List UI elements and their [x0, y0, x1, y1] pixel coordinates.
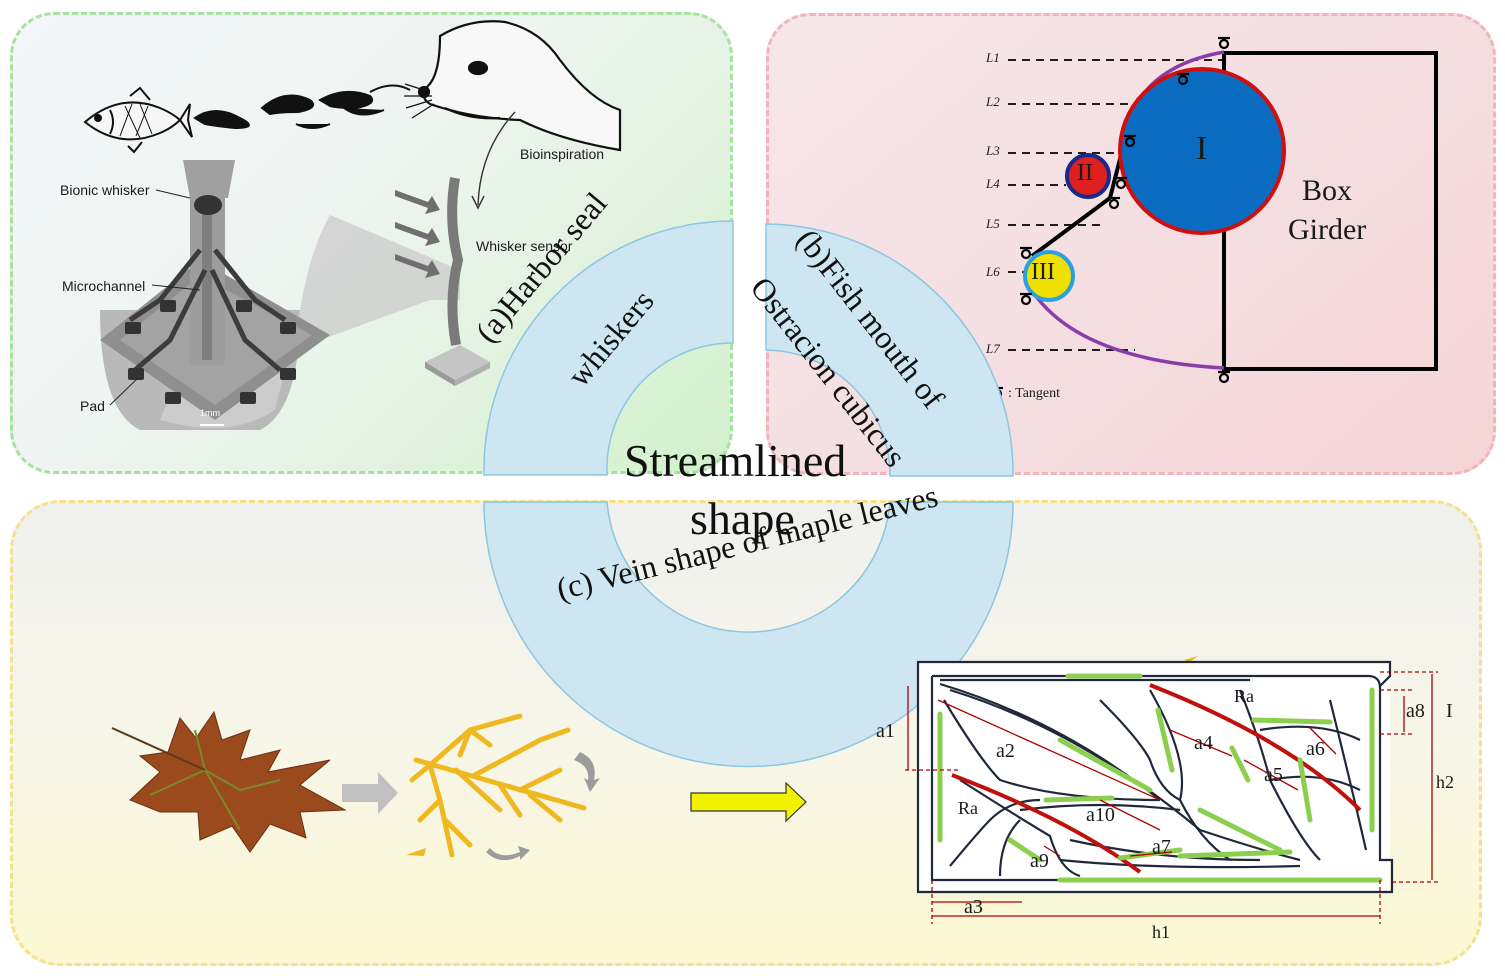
- vein-structure: [905, 660, 1438, 924]
- circle-iii-label: III: [1031, 259, 1055, 285]
- label-l1: L1: [986, 50, 1000, 65]
- seal-illustration: [404, 20, 622, 152]
- circle-i-label: I: [1196, 130, 1208, 167]
- label-l5: L5: [986, 216, 1000, 231]
- vein-skeleton: [409, 713, 587, 858]
- dim-a3: a3: [964, 896, 983, 918]
- dim-a8: a8: [1406, 700, 1425, 722]
- dim-a6: a6: [1306, 738, 1325, 760]
- microchannel-label: Microchannel: [62, 278, 146, 294]
- leader-lines: [109, 189, 201, 406]
- bionic-whisker-device: [100, 160, 460, 430]
- dim-a5: a5: [1264, 764, 1283, 786]
- flow-arrows: [395, 190, 440, 278]
- label-l6: L6: [986, 264, 1000, 279]
- label-l2: L2: [986, 94, 1000, 109]
- bioinspiration-arrow: [477, 111, 516, 206]
- dim-h2: h2: [1436, 772, 1454, 792]
- box-girder-label-1: Box: [1302, 174, 1353, 207]
- center-title-line2: shape: [690, 493, 795, 544]
- ring-segment-c: [483, 501, 1014, 768]
- dim-a10: a10: [1086, 804, 1115, 826]
- dim-a9: a9: [1030, 850, 1049, 872]
- maple-leaf-image: [111, 710, 347, 853]
- dim-a7: a7: [1152, 836, 1171, 858]
- circle-ii: [1065, 153, 1111, 199]
- ring-segment-a: [483, 220, 734, 476]
- ring-segment-b: [765, 223, 1014, 477]
- grey-arrow: [342, 772, 398, 814]
- label-l7: L7: [986, 341, 1000, 356]
- scale-bar-label: 1mm: [200, 408, 220, 418]
- dim-a2: a2: [996, 740, 1015, 762]
- curved-arrow-2: [486, 846, 530, 861]
- circle-i: [1118, 67, 1286, 235]
- dim-h1: h1: [1152, 922, 1170, 942]
- dim-a1: a1: [876, 720, 895, 742]
- radius-ra-top: Ra: [1234, 686, 1254, 706]
- dim-a4: a4: [1194, 732, 1213, 754]
- vortex-wake: [193, 84, 411, 130]
- whisker-sensor-label: Whisker sensor: [476, 238, 573, 254]
- circle-ii-label: II: [1077, 160, 1093, 186]
- yellow-arrow: [690, 781, 807, 823]
- label-l3: L3: [986, 143, 1000, 158]
- circle-iii: [1023, 250, 1075, 302]
- box-girder-label-2: Girder: [1288, 213, 1367, 246]
- bioinspiration-label: Bioinspiration: [520, 146, 605, 162]
- label-l4: L4: [986, 176, 1000, 191]
- pad-label: Pad: [80, 398, 105, 414]
- radius-ra-left: Ra: [958, 798, 978, 818]
- fish-illustration: [83, 86, 193, 154]
- whisker-sensor: [425, 177, 490, 386]
- tangent-legend-text: : Tangent: [1008, 386, 1061, 401]
- bionic-whisker-label: Bionic whisker: [60, 182, 150, 198]
- curved-arrow-1: [574, 752, 600, 792]
- section-label-i: I: [1446, 700, 1453, 722]
- center-title-line1: Streamlined: [624, 435, 847, 486]
